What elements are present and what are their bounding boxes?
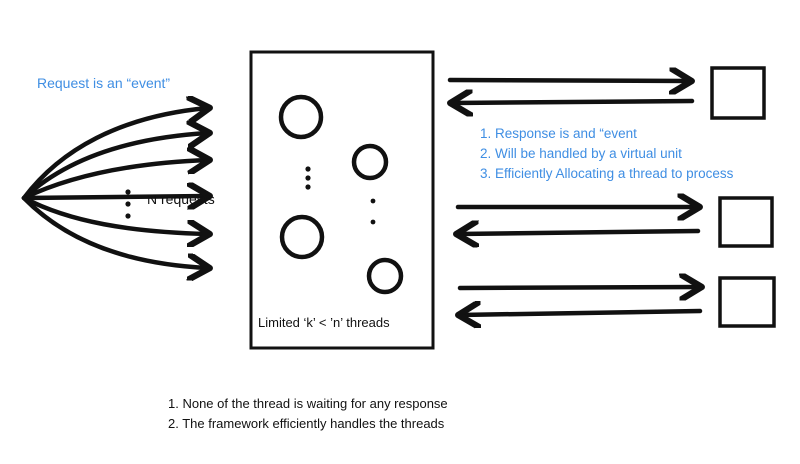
request-arrow [21, 108, 208, 201]
bottom-note: 2. The framework efficiently handles the… [168, 416, 445, 431]
response-note: 2. Will be handled by a virtual unit [480, 146, 682, 161]
external-unit-box [718, 196, 774, 248]
external-unit-box [718, 276, 776, 328]
response-notes: 1. Response is and “event 2. Will be han… [480, 124, 733, 184]
bottom-note: 1. None of the thread is waiting for any… [168, 396, 448, 411]
bottom-notes: 1. None of the thread is waiting for any… [168, 394, 448, 434]
response-note: 3. Efficiently Allocating a thread to pr… [480, 166, 734, 181]
request-arrow [21, 160, 208, 201]
request-arrow [21, 196, 208, 198]
outgoing-arrow [457, 287, 700, 288]
threads-ellipsis [305, 166, 376, 225]
request-arrows [21, 108, 208, 268]
external-unit-box [710, 66, 766, 120]
thread-circles [278, 94, 404, 295]
thread-circle [351, 143, 389, 181]
response-arrows [450, 80, 700, 315]
thread-pool-label: Limited ‘k’ < ’n’ threads [258, 315, 390, 330]
thread-circle [278, 94, 324, 140]
n-requests-label: N requests [147, 191, 215, 207]
request-arrow [21, 195, 208, 268]
external-units [710, 66, 776, 328]
thread-circle [279, 214, 325, 260]
response-note: 1. Response is and “event [480, 126, 637, 141]
incoming-arrow [452, 101, 695, 103]
incoming-arrow [458, 231, 701, 234]
request-event-label: Request is an “event” [37, 75, 171, 91]
request-arrow [21, 195, 208, 234]
thread-circle [366, 257, 404, 295]
requests-ellipsis [125, 189, 131, 219]
thread-pool-box [249, 50, 435, 350]
incoming-arrow [460, 311, 703, 315]
request-arrow [21, 133, 208, 201]
outgoing-arrow [447, 80, 690, 81]
